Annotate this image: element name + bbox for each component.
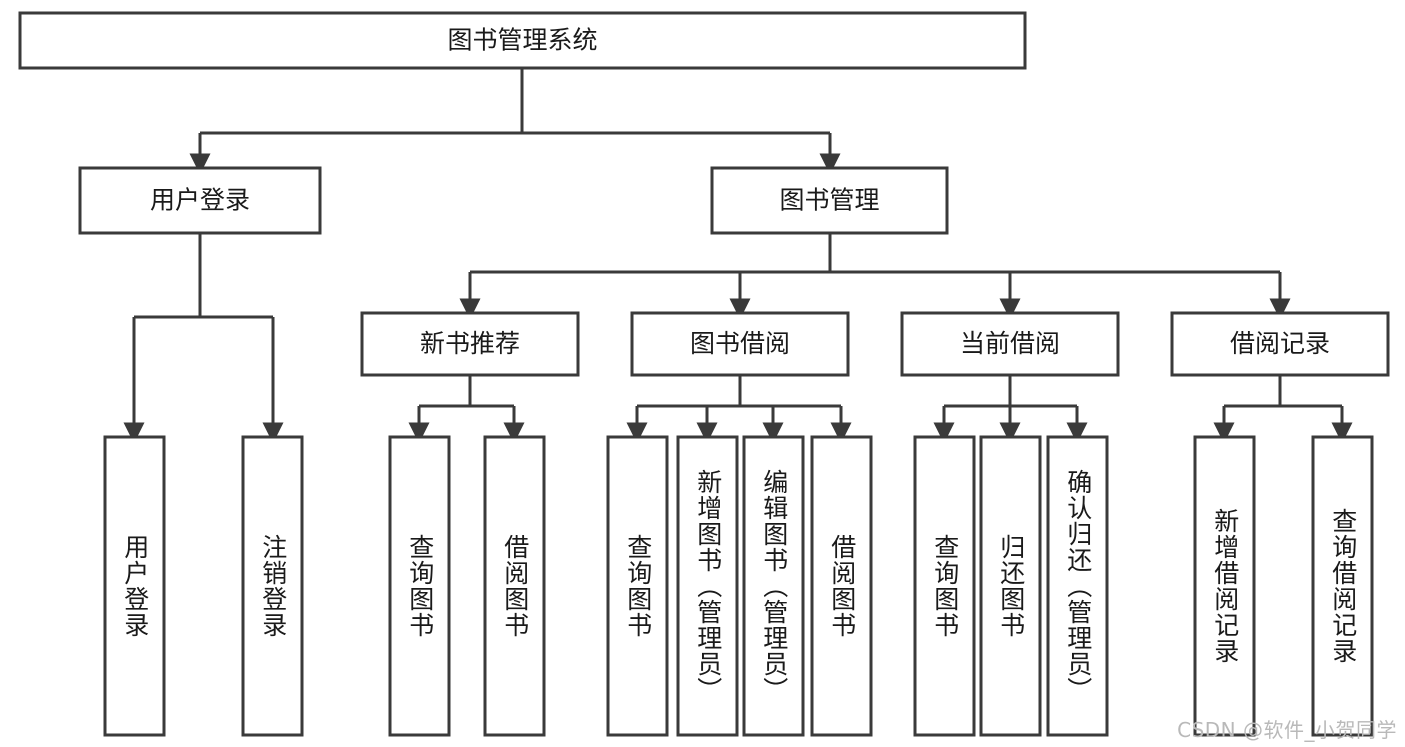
node-level1-0[interactable] xyxy=(78,166,322,235)
connector-lines xyxy=(123,68,1353,444)
node-leaf-4[interactable] xyxy=(606,435,669,737)
node-leaf-0[interactable] xyxy=(103,435,166,737)
node-leaf-5[interactable] xyxy=(676,435,739,737)
node-level2-0-label: 新书推荐 xyxy=(420,329,520,358)
node-level2-1[interactable] xyxy=(630,311,850,377)
node-level1-1[interactable] xyxy=(710,166,949,235)
node-leaf-12[interactable] xyxy=(1311,435,1374,737)
node-level2-2-label: 当前借阅 xyxy=(960,329,1060,358)
node-root[interactable] xyxy=(18,11,1027,70)
node-leaf-10[interactable] xyxy=(1046,435,1109,737)
watermark-text: CSDN @软件_小贺同学 xyxy=(1177,718,1397,742)
node-boxes xyxy=(18,11,1390,737)
node-level1-1-label: 图书管理 xyxy=(779,186,879,215)
node-level2-2[interactable] xyxy=(900,311,1120,377)
node-leaf-7[interactable] xyxy=(810,435,873,737)
node-leaf-1[interactable] xyxy=(241,435,304,737)
node-level2-1-label: 图书借阅 xyxy=(690,329,790,358)
node-level2-3-label: 借阅记录 xyxy=(1230,329,1330,358)
node-level1-0-label: 用户登录 xyxy=(150,186,250,215)
node-leaf-8[interactable] xyxy=(913,435,976,737)
node-leaf-2[interactable] xyxy=(388,435,451,737)
node-root-label: 图书管理系统 xyxy=(447,26,597,55)
node-leaf-6[interactable] xyxy=(742,435,805,737)
node-level2-0[interactable] xyxy=(360,311,580,377)
node-leaf-11[interactable] xyxy=(1193,435,1256,737)
node-leaf-3[interactable] xyxy=(483,435,546,737)
node-level2-3[interactable] xyxy=(1170,311,1390,377)
node-leaf-9[interactable] xyxy=(979,435,1042,737)
